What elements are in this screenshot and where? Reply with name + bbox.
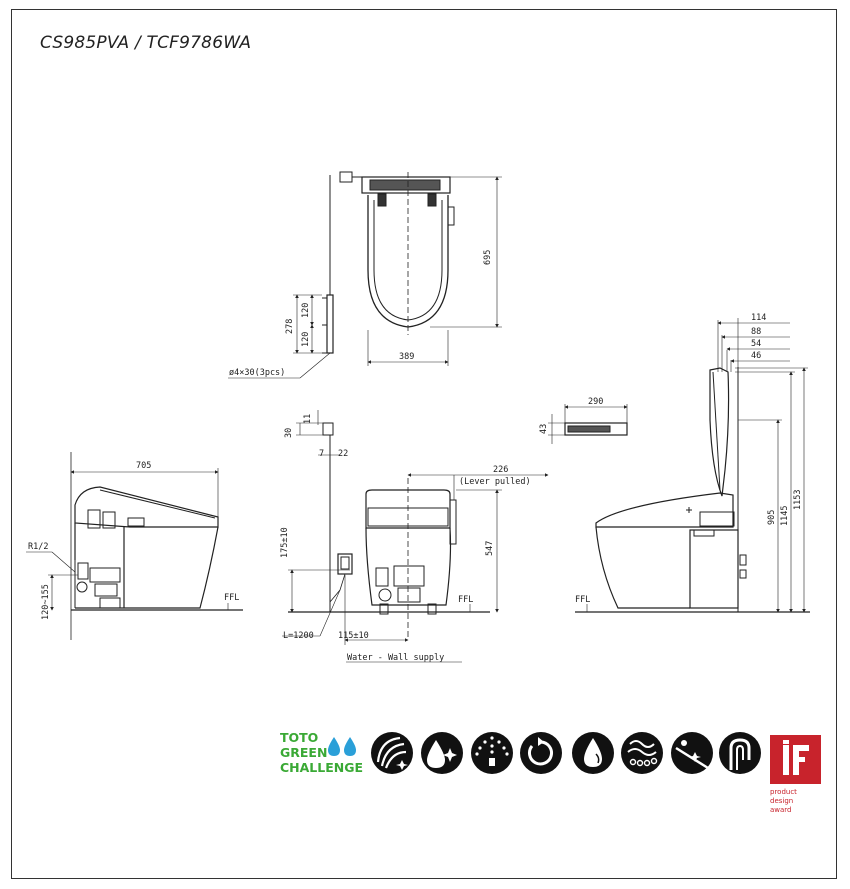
dim-wall-278: 278 — [285, 319, 295, 334]
dim-top-width: 389 — [399, 352, 414, 362]
dim-h1145: 1145 — [780, 506, 790, 526]
dim-wall-120b: 120 — [301, 332, 311, 347]
auto-rotate-icon — [520, 732, 562, 774]
dim-offset-115: 115±10 — [338, 631, 369, 641]
dim-46: 46 — [751, 351, 761, 361]
hose-length: L=1200 — [283, 631, 314, 641]
green-line1: TOTO — [280, 730, 318, 745]
green-challenge-logo: TOTO GREEN CHALLENGE — [280, 730, 363, 775]
award-line2: design — [770, 797, 793, 805]
clean-sparkle-icon — [421, 732, 463, 774]
dim-top-depth: 695 — [483, 250, 493, 265]
drawing-frame — [11, 9, 837, 879]
dim-remote-width: 290 — [588, 397, 603, 407]
model-title: CS985PVA / TCF9786WA — [40, 33, 252, 53]
dim-remote-7: 7 — [319, 449, 324, 459]
dim-h1153: 1153 — [793, 490, 803, 510]
dim-side-length: 705 — [136, 461, 151, 471]
glaze-cleaning-icon — [671, 732, 713, 774]
award-line3: award — [770, 806, 792, 814]
dim-remote-height: 43 — [539, 424, 549, 434]
lever-note: (Lever pulled) — [459, 477, 531, 487]
ffl-right: FFL — [575, 595, 590, 605]
dim-remote-22: 22 — [338, 449, 348, 459]
dim-supply-height-left: 120~155 — [41, 584, 51, 620]
water-drop-icon — [344, 737, 356, 756]
right-side-view — [575, 318, 810, 613]
ewater-wave-icon — [621, 732, 663, 774]
water-drop-icon — [572, 732, 614, 774]
dim-r12: R1/2 — [28, 542, 48, 552]
shower-wash-icon — [471, 732, 513, 774]
left-side-view — [26, 452, 243, 640]
green-line3: CHALLENGE — [280, 760, 363, 775]
no-rim-bowl-icon — [719, 732, 761, 774]
ffl-left: FFL — [224, 593, 239, 603]
front-view — [282, 410, 549, 663]
dim-wall-120a: 120 — [301, 303, 311, 318]
supply-note: Water - Wall supply — [347, 653, 444, 663]
ffl-front: FFL — [458, 595, 473, 605]
award-line1: product — [770, 788, 797, 796]
dim-remote-30: 30 — [284, 428, 294, 438]
dim-lever-226: 226 — [493, 465, 508, 475]
top-view — [228, 171, 502, 379]
feature-icons — [371, 732, 761, 774]
green-line2: GREEN — [280, 745, 327, 760]
dim-54: 54 — [751, 339, 761, 349]
dim-height-547: 547 — [485, 541, 495, 556]
cyclone-flush-icon — [371, 732, 413, 774]
dim-remote-11: 11 — [303, 414, 313, 424]
dim-screws: ø4×30(3pcs) — [229, 368, 285, 378]
dim-88: 88 — [751, 327, 761, 337]
remote-view — [548, 404, 628, 444]
dim-h905: 905 — [767, 510, 777, 525]
water-drop-icon — [328, 737, 340, 756]
if-award-logo: product design award — [770, 735, 821, 814]
dim-supply-175: 175±10 — [280, 527, 290, 558]
dim-114: 114 — [751, 313, 766, 323]
